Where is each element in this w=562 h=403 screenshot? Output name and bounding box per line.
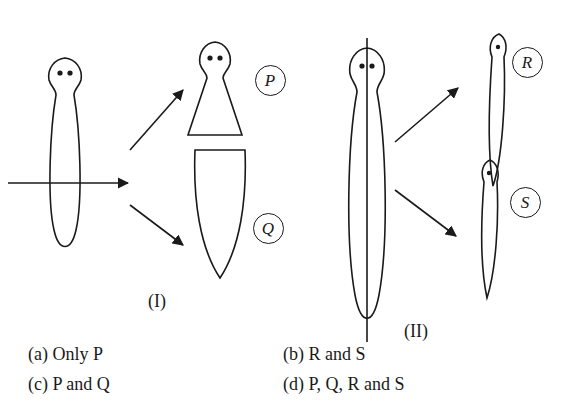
eye-spot <box>369 63 374 68</box>
figure-number: (I) <box>148 292 166 312</box>
arrow <box>130 90 183 150</box>
callout-letter: Q <box>262 220 274 237</box>
answer-option: (a) Only P <box>28 345 103 365</box>
callout-circle: S <box>510 187 541 218</box>
answer-option: (d) P, Q, R and S <box>283 375 405 395</box>
tail-piece <box>195 150 246 278</box>
answer-option: (b) R and S <box>283 345 366 365</box>
eye-spot <box>57 70 62 75</box>
cut-line <box>366 38 368 342</box>
callout-circle: R <box>512 47 543 78</box>
eye-spot <box>496 45 500 49</box>
head-piece <box>188 42 242 135</box>
callout-letter: S <box>521 194 530 211</box>
eye-spot <box>207 55 212 60</box>
planaria-body <box>49 58 82 247</box>
eye-spot <box>487 171 491 175</box>
callout-letter: R <box>522 54 532 71</box>
arrow <box>130 205 183 245</box>
eye-spot <box>67 70 72 75</box>
half-piece <box>482 160 498 298</box>
figure-number: (II) <box>404 322 428 342</box>
arrow <box>395 190 456 236</box>
answer-option: (c) P and Q <box>28 375 110 395</box>
callout-circle: Q <box>253 213 284 244</box>
cut-line <box>8 182 128 184</box>
arrow <box>395 88 458 142</box>
eye-spot <box>217 55 222 60</box>
callout-letter: P <box>265 72 275 89</box>
callout-circle: P <box>255 65 286 96</box>
half-piece <box>489 34 506 186</box>
eye-spot <box>359 63 364 68</box>
